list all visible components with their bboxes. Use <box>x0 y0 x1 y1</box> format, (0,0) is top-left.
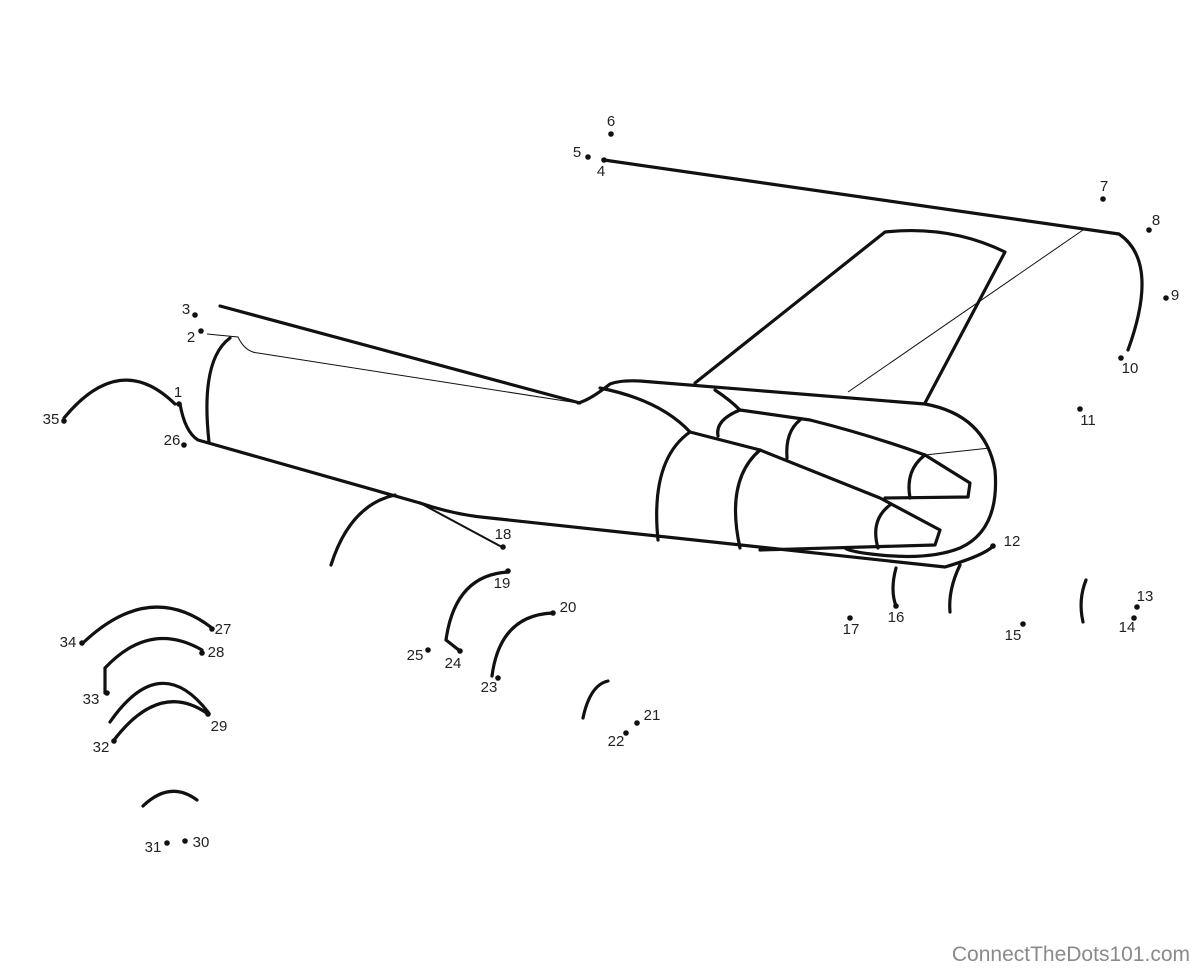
dot-20 <box>550 610 556 616</box>
dot-22 <box>623 730 629 736</box>
dot-11 <box>1077 406 1083 412</box>
dot-26 <box>181 442 187 448</box>
dot-label-20: 20 <box>560 599 577 616</box>
dot-32 <box>111 738 117 744</box>
dot-31 <box>164 840 170 846</box>
dot-label-7: 7 <box>1100 178 1108 195</box>
dot-label-16: 16 <box>888 609 905 626</box>
dot-21 <box>634 720 640 726</box>
dot-1 <box>176 401 182 407</box>
dot-6 <box>608 131 614 137</box>
dot-label-12: 12 <box>1004 533 1021 550</box>
dot-18 <box>500 544 506 550</box>
dot-9 <box>1163 295 1169 301</box>
dot-28 <box>199 650 205 656</box>
dot-label-18: 18 <box>495 526 512 543</box>
dot-8 <box>1146 227 1152 233</box>
dot-label-21: 21 <box>644 707 661 724</box>
dot-label-3: 3 <box>182 301 190 318</box>
dot-13 <box>1134 604 1140 610</box>
dot-34 <box>79 640 85 646</box>
dot-label-15: 15 <box>1005 627 1022 644</box>
site-watermark: ConnectTheDots101.com <box>951 943 1190 966</box>
dot-label-31: 31 <box>145 839 162 856</box>
airplane-outline <box>178 158 1144 624</box>
dot-label-9: 9 <box>1171 287 1179 304</box>
dot-label-2: 2 <box>187 329 195 346</box>
dot-label-13: 13 <box>1137 588 1154 605</box>
dot-label-5: 5 <box>573 144 581 161</box>
dot-label-8: 8 <box>1152 212 1160 229</box>
dot-14 <box>1131 615 1137 621</box>
dot-label-35: 35 <box>43 411 60 428</box>
dot-label-28: 28 <box>208 644 225 661</box>
dot-3 <box>192 312 198 318</box>
dot-label-25: 25 <box>407 647 424 664</box>
dot-5 <box>585 154 591 160</box>
dot-label-14: 14 <box>1119 619 1136 636</box>
dot-label-33: 33 <box>83 691 100 708</box>
dot-4 <box>601 157 607 163</box>
dot-label-27: 27 <box>215 621 232 638</box>
dot-17 <box>847 615 853 621</box>
dot-label-19: 19 <box>494 575 511 592</box>
dot-label-29: 29 <box>211 718 228 735</box>
dot-25 <box>425 647 431 653</box>
dot-19 <box>505 568 511 574</box>
dot-12 <box>990 543 996 549</box>
dot-30 <box>182 838 188 844</box>
dot-label-30: 30 <box>193 834 210 851</box>
dot-label-26: 26 <box>164 432 181 449</box>
dot-label-10: 10 <box>1122 360 1139 377</box>
dot-label-11: 11 <box>1080 412 1096 429</box>
dot-27 <box>209 626 215 632</box>
dot-label-6: 6 <box>607 113 615 130</box>
dots-layer: 1234567891011121314151617181920212223242… <box>43 113 1180 856</box>
dot-label-4: 4 <box>597 163 605 180</box>
dot-29 <box>205 711 211 717</box>
dot-35 <box>61 418 67 424</box>
dot-label-1: 1 <box>174 384 182 401</box>
dot-label-32: 32 <box>93 739 110 756</box>
dot-16 <box>893 603 899 609</box>
dot-15 <box>1020 621 1026 627</box>
dot-10 <box>1118 355 1124 361</box>
guide-arcs <box>62 378 610 808</box>
dot-7 <box>1100 196 1106 202</box>
dot-label-22: 22 <box>608 733 625 750</box>
dot-24 <box>457 648 463 654</box>
dot-2 <box>198 328 204 334</box>
dot-label-17: 17 <box>843 621 860 638</box>
dot-label-23: 23 <box>481 679 498 696</box>
dot-33 <box>104 690 110 696</box>
dot-23 <box>495 675 501 681</box>
dot-label-24: 24 <box>445 655 462 672</box>
dot-label-34: 34 <box>60 634 77 651</box>
